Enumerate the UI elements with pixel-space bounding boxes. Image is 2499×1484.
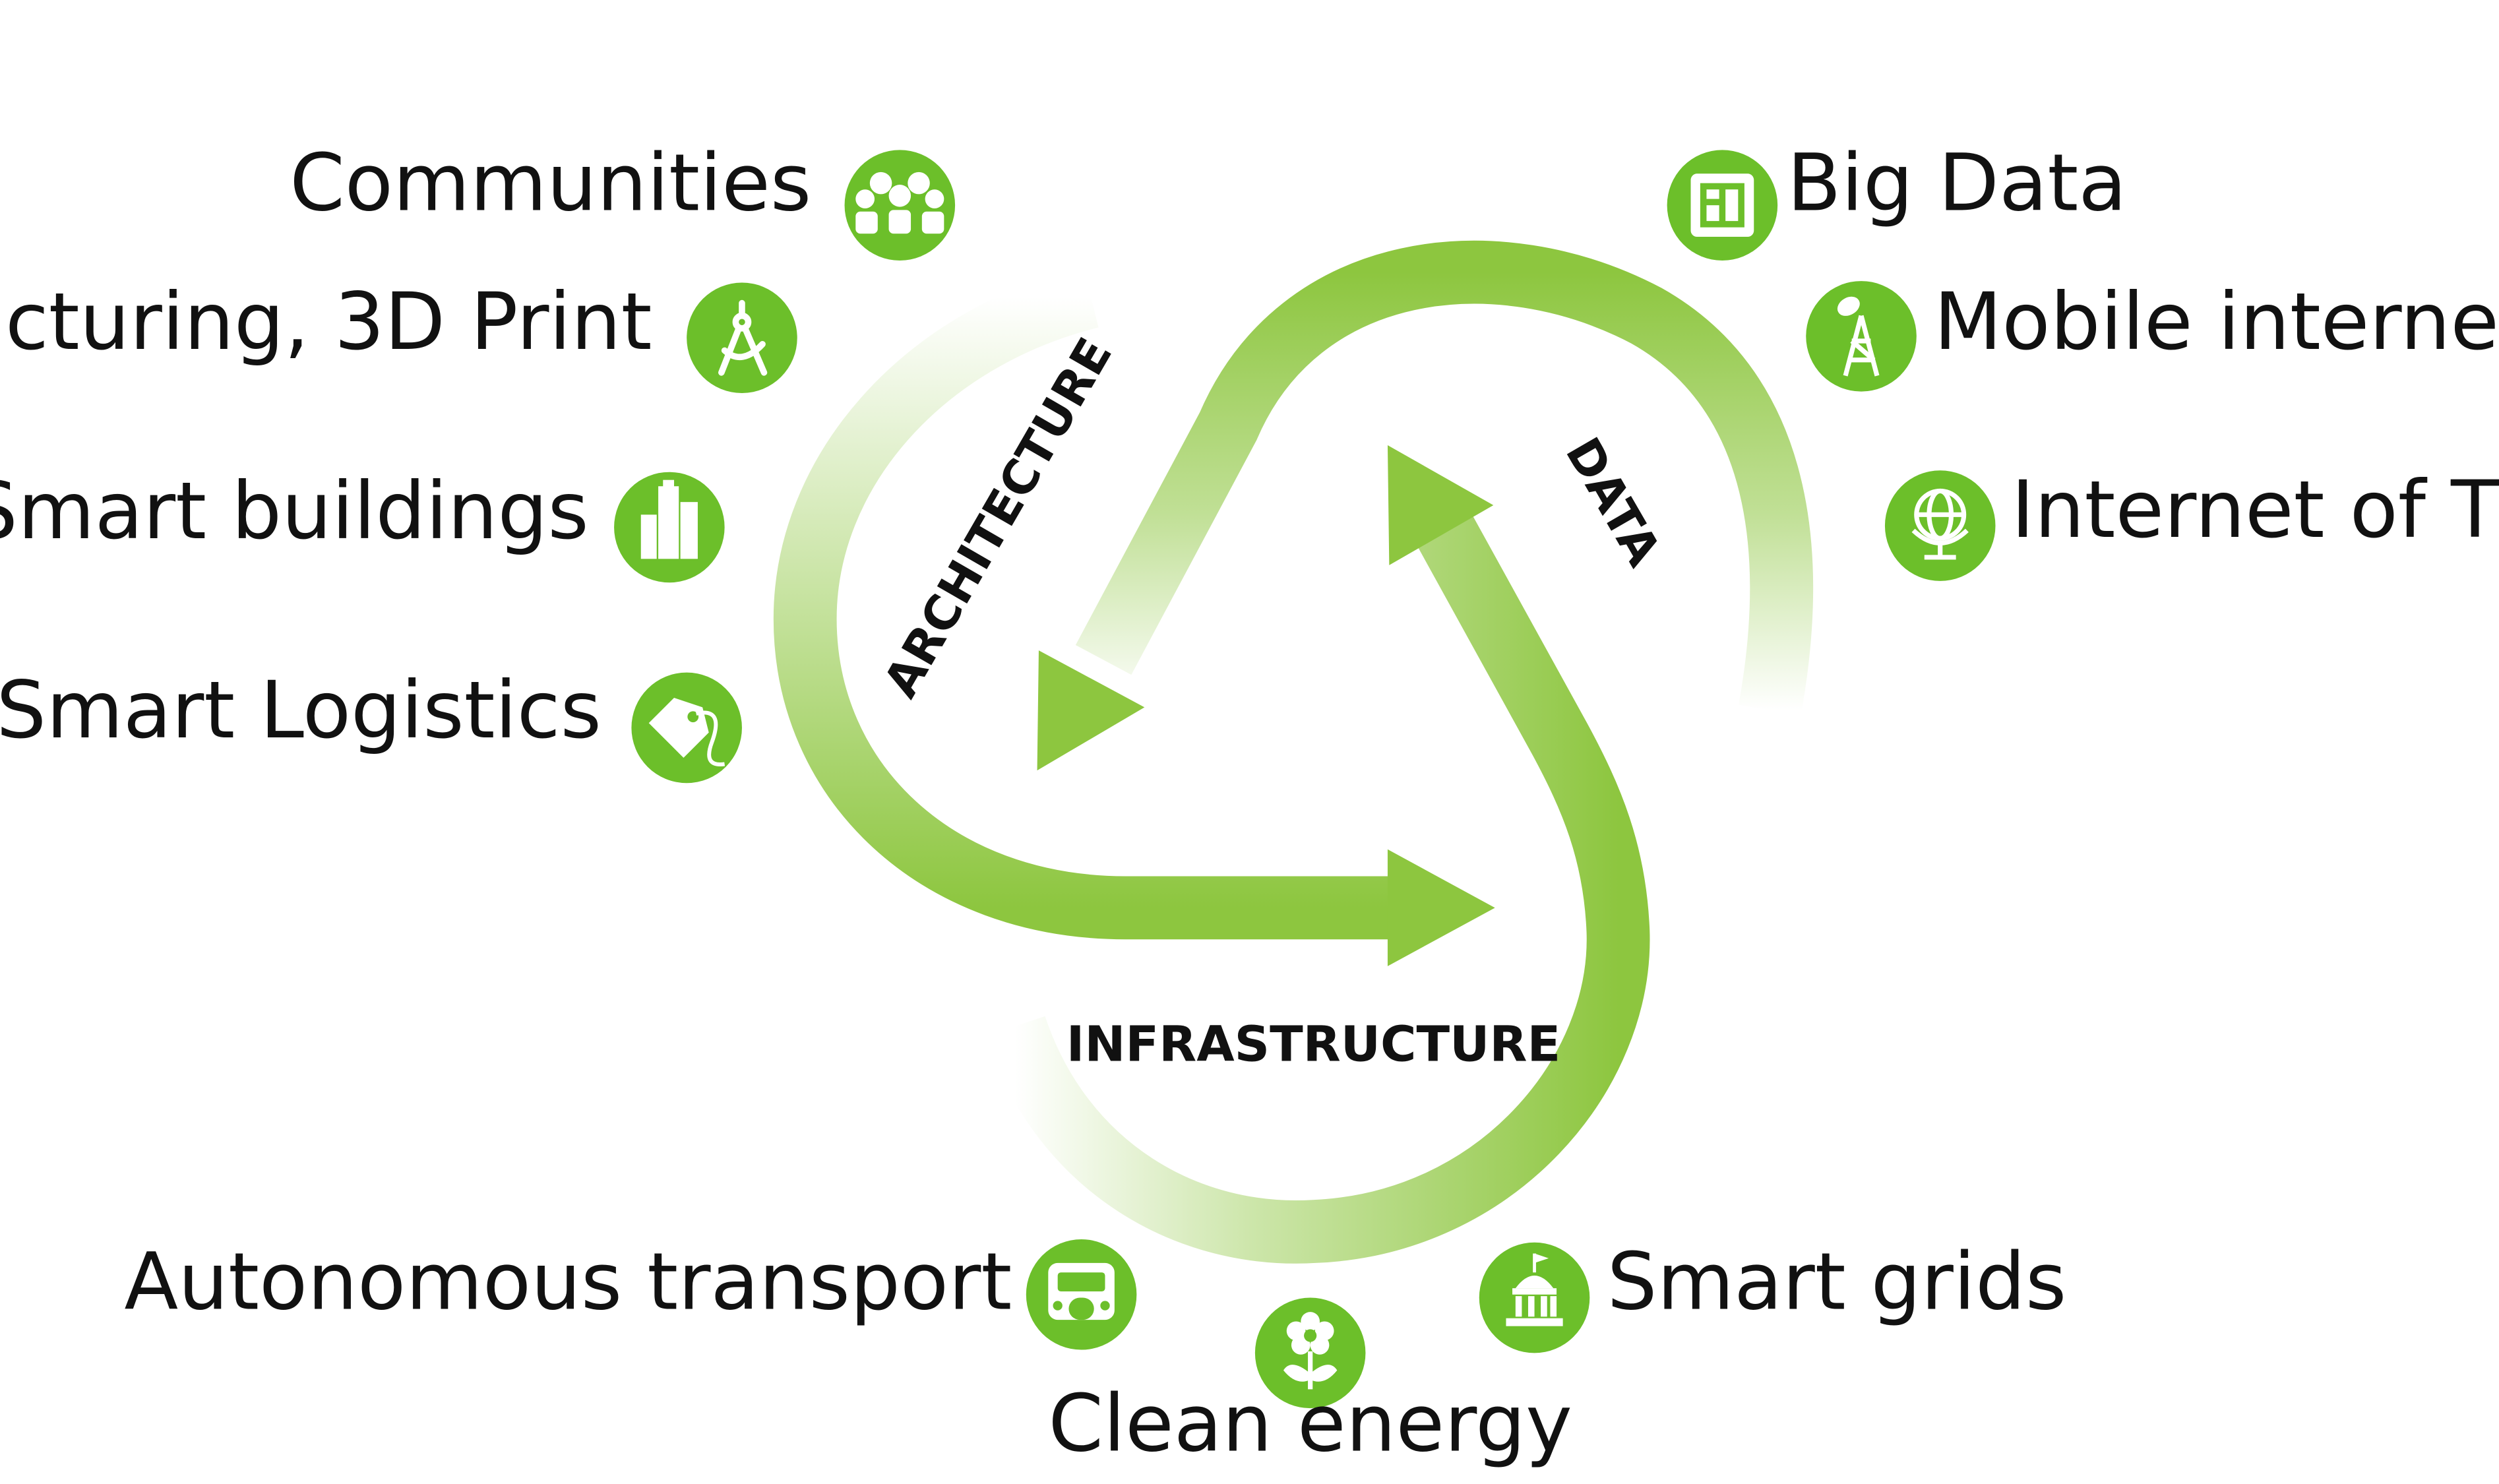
smart-buildings-item[interactable] xyxy=(614,472,725,583)
communities-label: Communities xyxy=(290,137,811,229)
smart-grids-item[interactable] xyxy=(1479,1242,1590,1353)
car-icon xyxy=(1048,1262,1115,1320)
people-group-icon xyxy=(855,171,944,234)
buildings-icon xyxy=(640,479,698,559)
globe-icon xyxy=(1911,488,1969,560)
drafting-compass-icon xyxy=(718,299,768,376)
big-data-item[interactable] xyxy=(1667,150,1778,261)
data-chip-icon xyxy=(1690,173,1754,237)
flower-icon xyxy=(1283,1312,1338,1390)
infrastructure-label: INFRASTRUCTURE xyxy=(1066,1016,1560,1073)
clean-energy-label: Clean energy xyxy=(1048,1378,1572,1470)
architecture-arrow-band xyxy=(773,266,1394,940)
architecture-arrowhead xyxy=(1387,849,1495,966)
data-arrowhead xyxy=(1037,650,1145,771)
clean-energy-item[interactable] xyxy=(1254,1297,1366,1409)
smart-buildings-label: Smart buildings xyxy=(0,466,589,557)
antenna-tower-icon xyxy=(1837,296,1880,377)
capitol-building-icon xyxy=(1506,1253,1563,1326)
adv-manufacturing-item[interactable] xyxy=(687,282,797,394)
mobile-internet-item[interactable] xyxy=(1806,281,1917,392)
adv-manufacturing-label: Adv. manufacturing, 3D Print xyxy=(0,276,652,368)
communities-item[interactable] xyxy=(844,150,956,261)
data-label: DATA xyxy=(1555,428,1672,575)
mobile-internet-label: Mobile internet, Cloud Tech xyxy=(1934,276,2499,368)
smart-grids-label: Smart grids xyxy=(1607,1236,2067,1328)
smart-logistics-item[interactable] xyxy=(631,672,742,784)
autonomous-transport-label: Autonomous transport xyxy=(124,1236,1012,1328)
smart-logistics-label: Smart Logistics xyxy=(0,665,602,757)
data-arrow-band xyxy=(1075,240,1813,716)
price-tag-icon xyxy=(648,697,725,767)
cycle-arrows xyxy=(773,240,1813,1264)
autonomous-transport-item[interactable] xyxy=(1026,1239,1137,1350)
iot-item[interactable] xyxy=(1884,470,1996,581)
infrastructure-arrowhead xyxy=(1387,445,1494,565)
iot-label: Internet of Things xyxy=(2011,464,2499,556)
big-data-label: Big Data xyxy=(1787,137,2127,229)
infrastructure-arrow-band xyxy=(985,509,1650,1264)
